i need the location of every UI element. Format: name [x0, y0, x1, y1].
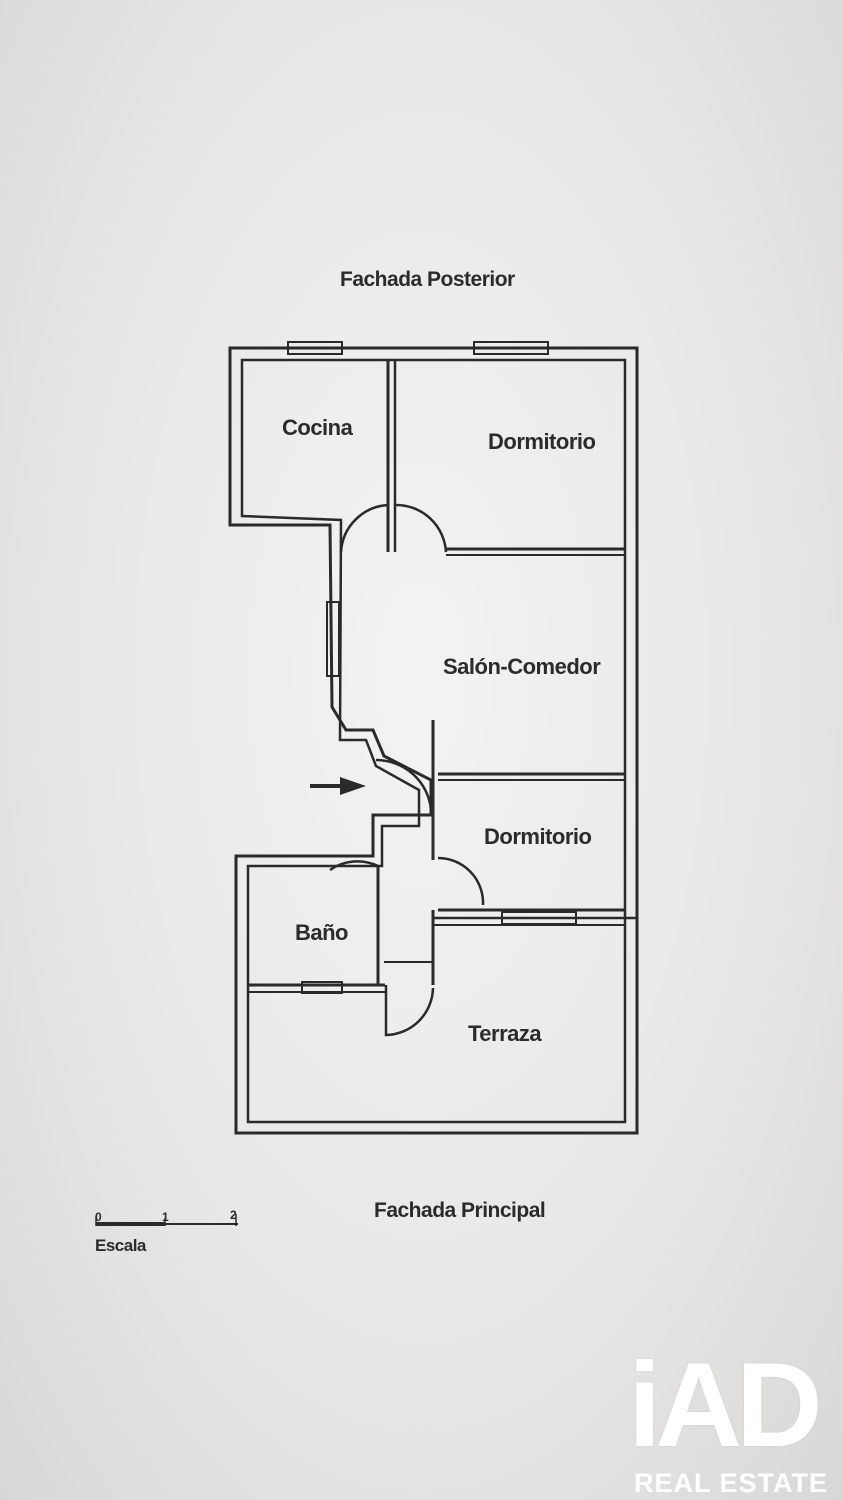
door-arc-entrance	[375, 758, 433, 811]
outer-wall	[228, 346, 639, 1135]
window-bedroom2	[501, 911, 577, 925]
window-hall	[326, 601, 340, 677]
inner-wall	[240, 358, 627, 1124]
brand-logo: iAD REAL ESTATE	[628, 1338, 843, 1500]
scale-bar	[95, 1214, 238, 1226]
top-facade-label: Fachada Posterior	[340, 268, 515, 291]
room-label-dormitorio-1: Dormitorio	[488, 429, 596, 454]
door-arc-terrace	[384, 985, 435, 1037]
door-arc-bedroom2	[437, 856, 485, 906]
room-label-dormitorio-2: Dormitorio	[484, 824, 592, 849]
logo-mark: iAD	[628, 1338, 823, 1472]
window-bedroom	[473, 341, 549, 355]
room-label-bano: Baño	[295, 920, 349, 945]
door-arc-bathroom	[329, 860, 379, 872]
room-label-terraza: Terraza	[468, 1021, 542, 1046]
scale-label: Escala	[95, 1236, 146, 1255]
room-label-salon-comedor: Salón-Comedor	[443, 654, 601, 679]
window-bathroom	[301, 981, 343, 994]
window-kitchen	[287, 341, 343, 355]
door-arc-kitchen	[339, 503, 389, 553]
logo-subtitle: REAL ESTATE	[634, 1468, 829, 1498]
room-label-cocina: Cocina	[282, 415, 353, 440]
entrance-arrow	[310, 777, 366, 795]
scale-tick-2: 2	[230, 1208, 237, 1222]
door-arc-bedroom	[394, 503, 448, 553]
scale-tick-0: 0	[95, 1210, 102, 1224]
scale-tick-1: 1	[162, 1210, 169, 1224]
bottom-facade-label: Fachada Principal	[374, 1199, 546, 1222]
